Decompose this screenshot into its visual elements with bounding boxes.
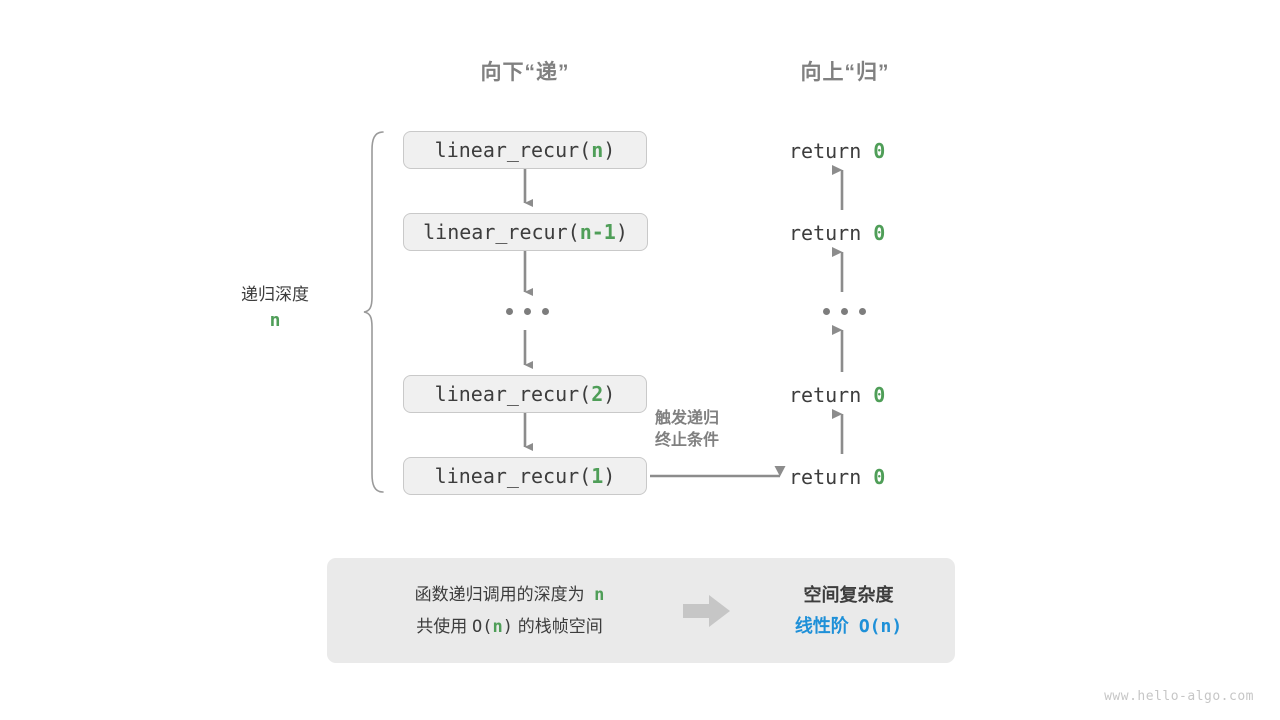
ellipsis-dot — [542, 308, 549, 315]
recursion-depth-value: n — [269, 310, 281, 331]
summary-line-2: 共使用 O(n) 的栈帧空间 — [347, 611, 672, 643]
call-box-prefix: linear_recur( — [434, 464, 592, 488]
call-box-n-minus-1[interactable]: linear_recur(n-1) — [403, 213, 648, 251]
call-stack-ellipsis — [506, 308, 549, 315]
call-box-suffix: ) — [603, 138, 616, 162]
column-heading-ascend: 向上“归” — [800, 61, 890, 84]
summary-line-1: 函数递归调用的深度为 n — [347, 579, 672, 611]
ellipsis-dot — [823, 308, 830, 315]
call-box-arg: n — [591, 138, 604, 162]
call-box-prefix: linear_recur( — [434, 138, 592, 162]
return-keyword: return — [789, 139, 862, 163]
return-value: 0 — [873, 383, 886, 407]
recursion-depth-label: 递归深度 n — [205, 282, 345, 334]
recursion-depth-brace — [363, 131, 384, 493]
base-case-line-1: 触发递归 — [655, 410, 720, 427]
call-box-prefix: linear_recur( — [434, 382, 592, 406]
base-case-annotation: 触发递归 终止条件 — [655, 408, 719, 452]
recursion-depth-text: 递归深度 — [241, 285, 309, 304]
summary-line-1-n: n — [594, 584, 605, 605]
call-box-prefix: linear_recur( — [423, 220, 580, 244]
return-stack-ellipsis — [823, 308, 866, 315]
ellipsis-dot — [506, 308, 513, 315]
return-keyword: return — [789, 221, 862, 245]
summary-line-2-n: n — [492, 616, 503, 637]
summary-result-label: 线性阶 — [794, 615, 849, 636]
call-box-arg: 1 — [591, 464, 604, 488]
ellipsis-dot — [524, 308, 531, 315]
summary-line-2-text-c: 的栈帧空间 — [517, 616, 603, 636]
return-value: 0 — [873, 139, 886, 163]
call-box-suffix: ) — [603, 382, 616, 406]
return-label-n: return 0 — [789, 139, 885, 163]
summary-line-2-o: O( — [472, 616, 493, 637]
summary-result-value: O(n) — [858, 615, 903, 637]
base-case-line-2: 终止条件 — [655, 432, 720, 449]
summary-line-2-text-a: 共使用 — [416, 616, 468, 636]
summary-right-text: 空间复杂度 线性阶 O(n) — [742, 580, 955, 642]
return-label-1: return 0 — [789, 465, 885, 489]
summary-implies-arrow — [672, 594, 742, 628]
return-value: 0 — [873, 465, 886, 489]
call-box-n[interactable]: linear_recur(n) — [403, 131, 647, 169]
summary-left-text: 函数递归调用的深度为 n 共使用 O(n) 的栈帧空间 — [327, 579, 672, 643]
ellipsis-dot — [841, 308, 848, 315]
summary-result: 线性阶 O(n) — [742, 611, 955, 642]
return-label-2: return 0 — [789, 383, 885, 407]
call-box-suffix: ) — [603, 464, 616, 488]
return-keyword: return — [789, 465, 862, 489]
summary-line-1-text: 函数递归调用的深度为 — [414, 584, 585, 604]
call-box-arg: n-1 — [579, 220, 616, 244]
call-box-2[interactable]: linear_recur(2) — [403, 375, 647, 413]
watermark: www.hello-algo.com — [1104, 689, 1254, 704]
return-label-n-minus-1: return 0 — [789, 221, 885, 245]
column-heading-descend: 向下“递” — [480, 61, 570, 84]
return-value: 0 — [873, 221, 886, 245]
call-box-1[interactable]: linear_recur(1) — [403, 457, 647, 495]
summary-panel: 函数递归调用的深度为 n 共使用 O(n) 的栈帧空间 空间复杂度 线性阶 O(… — [327, 558, 955, 663]
summary-title: 空间复杂度 — [803, 584, 894, 605]
summary-line-2-close: ) — [502, 616, 513, 637]
call-box-suffix: ) — [615, 220, 628, 244]
ellipsis-dot — [859, 308, 866, 315]
return-keyword: return — [789, 383, 862, 407]
call-box-arg: 2 — [591, 382, 604, 406]
right-block-arrow-icon — [683, 594, 730, 627]
